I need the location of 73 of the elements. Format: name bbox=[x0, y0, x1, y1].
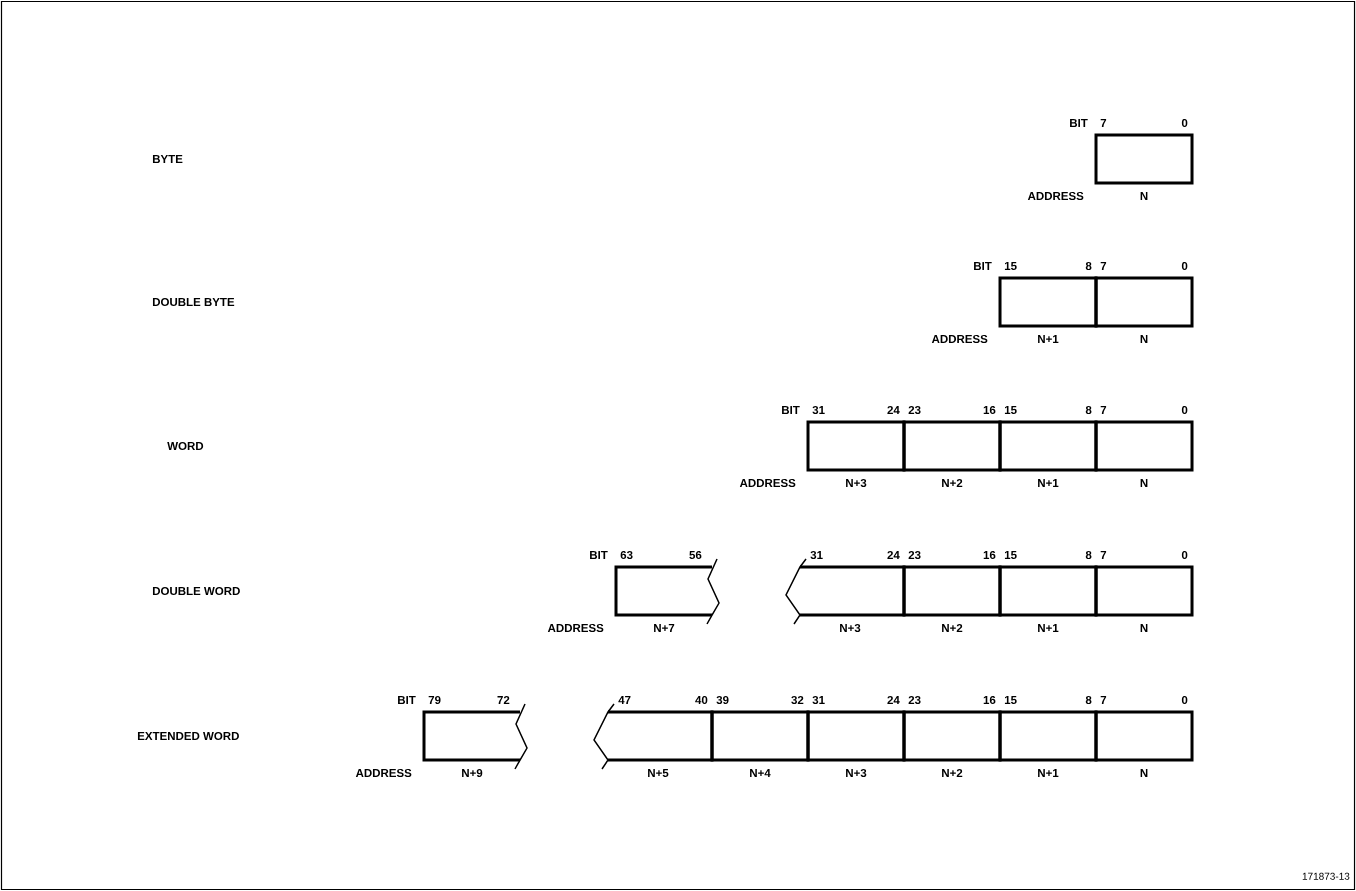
bit-number: 7 bbox=[1100, 406, 1107, 414]
address-label: N bbox=[1140, 624, 1148, 632]
bit-number: 15 bbox=[1004, 406, 1017, 414]
bit-number: 72 bbox=[497, 696, 510, 704]
bit-number: 15 bbox=[1004, 696, 1017, 704]
bit-number: 8 bbox=[1085, 405, 1092, 415]
address-caption: ADDRESS bbox=[931, 334, 988, 344]
bit-caption: BIT bbox=[782, 406, 800, 414]
bit-caption: BIT bbox=[590, 551, 608, 559]
figure-number: 171873-13 bbox=[1302, 872, 1350, 880]
address-caption: ADDRESS bbox=[1027, 191, 1084, 201]
address-label: N+3 bbox=[846, 768, 867, 778]
bit-number: 16 bbox=[983, 695, 996, 705]
bit-number: 0 bbox=[1181, 261, 1188, 271]
bit-number: 7 bbox=[1100, 262, 1107, 270]
address-caption: ADDRESS bbox=[355, 768, 412, 778]
bit-caption: BIT bbox=[974, 262, 992, 270]
data-type-label: DOUBLE WORD bbox=[152, 586, 240, 596]
address-label: N+2 bbox=[942, 624, 963, 632]
data-type-label: WORD bbox=[167, 441, 204, 451]
bit-number: 8 bbox=[1085, 695, 1092, 705]
address-label: N bbox=[1140, 769, 1148, 777]
address-label: N+4 bbox=[750, 769, 771, 777]
bit-number: 23 bbox=[908, 695, 921, 705]
bit-number: 24 bbox=[887, 551, 900, 559]
bit-number: 24 bbox=[887, 696, 900, 704]
bit-number: 40 bbox=[695, 695, 708, 705]
bit-number: 0 bbox=[1181, 550, 1188, 560]
address-label: N+1 bbox=[1038, 769, 1059, 777]
address-caption: ADDRESS bbox=[547, 623, 604, 633]
bit-number: 8 bbox=[1085, 550, 1092, 560]
bit-number: 7 bbox=[1100, 551, 1107, 559]
address-label: N bbox=[1140, 192, 1148, 200]
address-label: N bbox=[1140, 479, 1148, 487]
bit-number: 8 bbox=[1085, 261, 1092, 271]
address-caption: ADDRESS bbox=[739, 478, 796, 488]
address-label: N+7 bbox=[654, 624, 675, 632]
data-type-label: EXTENDED WORD bbox=[137, 731, 239, 741]
address-label: N bbox=[1140, 335, 1148, 343]
address-label: N+2 bbox=[942, 769, 963, 778]
bit-number: 16 bbox=[983, 550, 996, 560]
bit-number: 31 bbox=[810, 550, 823, 560]
address-label: N+1 bbox=[1038, 335, 1059, 343]
bit-number: 32 bbox=[791, 695, 804, 705]
data-type-label: BYTE bbox=[152, 155, 183, 163]
address-label: N+3 bbox=[840, 623, 861, 633]
bit-number: 0 bbox=[1181, 695, 1188, 705]
bit-caption: BIT bbox=[398, 696, 416, 704]
bit-number: 24 bbox=[887, 406, 900, 414]
address-label: N+1 bbox=[1038, 479, 1059, 487]
bit-number: 79 bbox=[428, 695, 441, 705]
bit-number: 63 bbox=[620, 550, 633, 560]
data-type-label: DOUBLE BYTE bbox=[152, 297, 235, 307]
address-label: N+2 bbox=[942, 479, 963, 487]
bit-number: 15 bbox=[1004, 262, 1017, 270]
bit-number: 56 bbox=[689, 550, 702, 560]
bit-number: 39 bbox=[716, 695, 729, 705]
address-label: N+5 bbox=[648, 769, 669, 777]
bit-caption: BIT bbox=[1070, 119, 1088, 127]
address-label: N+3 bbox=[846, 478, 867, 488]
bit-number: 0 bbox=[1181, 405, 1188, 415]
bit-number: 7 bbox=[1100, 119, 1107, 127]
bit-number: 31 bbox=[812, 405, 825, 415]
bit-number: 0 bbox=[1181, 118, 1188, 128]
bit-number: 31 bbox=[812, 695, 825, 705]
bit-number: 16 bbox=[983, 405, 996, 415]
bit-number: 23 bbox=[908, 550, 921, 560]
bit-number: 47 bbox=[618, 696, 631, 704]
address-label: N+9 bbox=[462, 768, 483, 778]
bit-number: 23 bbox=[908, 405, 921, 415]
address-label: N+1 bbox=[1038, 624, 1059, 632]
bit-number: 15 bbox=[1004, 551, 1017, 559]
bit-number: 7 bbox=[1100, 696, 1107, 704]
